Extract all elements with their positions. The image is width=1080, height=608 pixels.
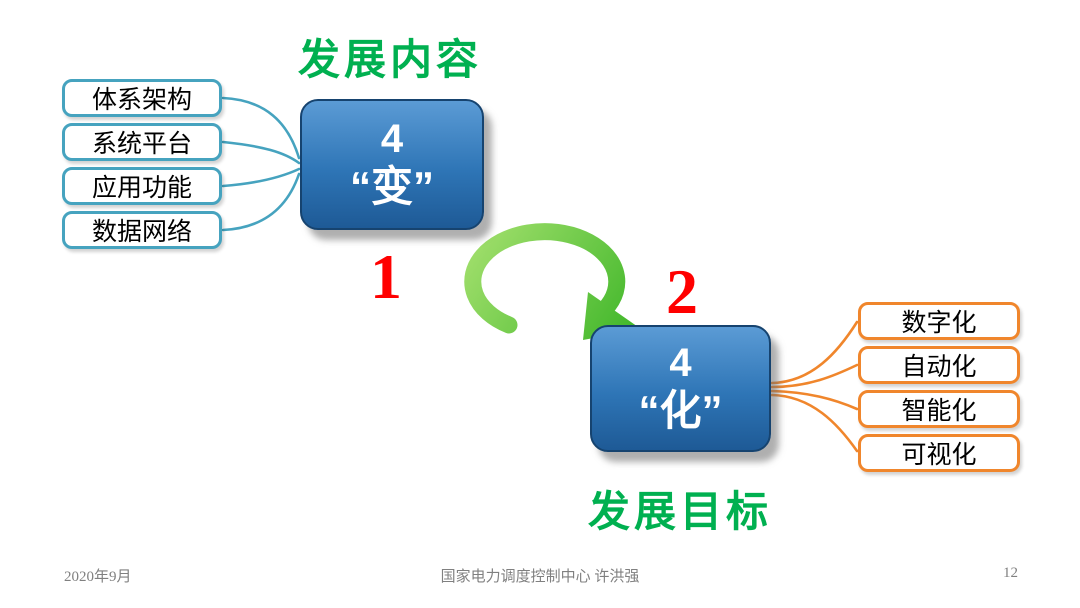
- right-item-box: 数字化: [858, 302, 1020, 340]
- connector-line: [221, 96, 301, 160]
- right-item-label: 自动化: [901, 354, 977, 381]
- four-izations-word: “化”: [638, 387, 723, 435]
- left-item-box: 数据网络: [62, 211, 222, 249]
- development-content-title: 发展内容: [298, 36, 483, 83]
- right-item-box: 自动化: [858, 346, 1020, 384]
- right-item-box: 智能化: [858, 390, 1020, 428]
- step-number-1: 1: [370, 241, 402, 312]
- left-item-label: 数据网络: [91, 219, 192, 246]
- left-item-box: 系统平台: [62, 123, 222, 161]
- left-item-label: 应用功能: [91, 175, 192, 202]
- left-item-box: 应用功能: [62, 167, 222, 205]
- right-item-label: 可视化: [901, 442, 977, 469]
- left-connector-lines: [221, 96, 301, 232]
- four-changes-count: 4: [380, 117, 404, 162]
- development-goal-title: 发展目标: [588, 488, 773, 535]
- four-changes-box: 4 “变”: [300, 99, 484, 230]
- footer-page-number: 12: [1003, 565, 1018, 581]
- left-item-label: 系统平台: [91, 131, 192, 158]
- connector-line: [770, 389, 859, 411]
- right-item-label: 数字化: [901, 310, 977, 337]
- connector-line: [770, 393, 859, 453]
- cycle-arrow-icon: [464, 223, 641, 340]
- footer-date: 2020年9月: [64, 569, 132, 585]
- left-item-label: 体系架构: [91, 87, 192, 114]
- right-item-label: 智能化: [901, 398, 977, 425]
- right-connector-lines: [770, 320, 859, 453]
- four-changes-word: “变”: [349, 163, 434, 211]
- right-item-box: 可视化: [858, 434, 1020, 472]
- four-izations-count: 4: [669, 341, 692, 386]
- connector-line: [221, 172, 301, 232]
- connector-line: [221, 140, 301, 165]
- footer-credit: 国家电力调度控制中心 许洪强: [440, 569, 640, 585]
- connector-line: [221, 167, 301, 188]
- four-izations-box: 4 “化”: [590, 325, 771, 452]
- cycle-arrow-arc: [464, 223, 626, 334]
- step-number-2: 2: [666, 256, 698, 327]
- connector-line: [770, 363, 859, 389]
- connector-line: [770, 320, 859, 385]
- left-item-box: 体系架构: [62, 79, 222, 117]
